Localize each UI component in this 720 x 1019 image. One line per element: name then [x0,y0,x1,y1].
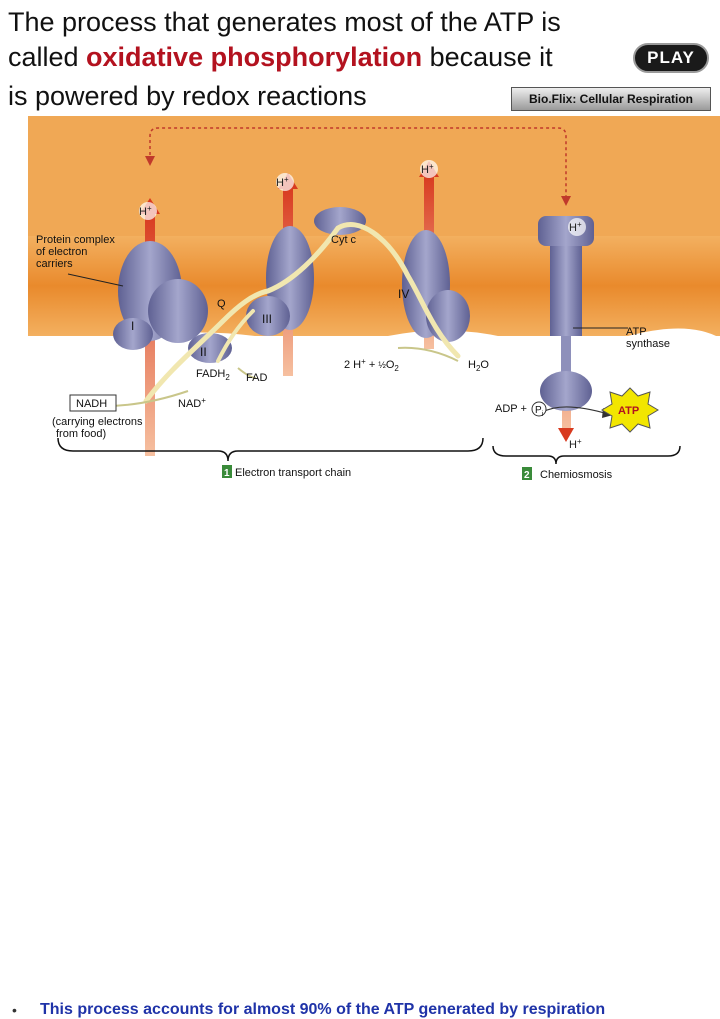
fadh2-label: FADH2 [196,368,230,382]
membrane-lower-edge [28,328,720,490]
complex-iii-label: III [262,312,272,326]
h-plus-text: H [569,439,577,451]
h-plus-bottom: H+ [568,435,586,453]
nad-sup: + [201,396,206,405]
svg-text:H+: H+ [276,175,289,189]
chemiosmosis-bracket [492,445,681,465]
step-1-marker: 1 Electron transport chain [222,465,351,479]
pi-circle [531,401,547,417]
pi-sub: i [542,411,544,418]
h-plus-top-left: H+ [276,173,294,191]
electron-branch-fadh2 [216,309,255,363]
fadh2-sub: 2 [225,373,230,382]
svg-text:1: 1 [224,468,230,479]
h-plus-sup: + [147,204,152,213]
h-plus-sup: + [429,162,434,171]
protein-complex-label: Protein complex of electron carriers [36,234,118,270]
complex-ii-label: II [200,345,207,359]
svg-text:H+: H+ [421,162,434,176]
h2o-o: O [480,359,489,371]
water-eq-pre: 2 H [344,359,361,371]
svg-text:H+: H+ [569,437,582,451]
step-2-label: Chemiosmosis [540,469,613,481]
nad-plus-label: NAD+ [178,396,206,410]
h-plus-sup: + [284,175,289,184]
footnote-text: This process accounts for almost 90% of … [40,1001,606,1018]
loop-arrowhead-right [561,196,571,206]
pi-label: Pi [535,405,544,418]
h-plus-text: H [139,206,147,218]
protein-complex-leader [67,273,124,287]
nad-text: NAD [178,398,201,410]
nadh-box [69,394,117,412]
h-plus-text: H [276,177,284,189]
svg-text:2: 2 [524,470,530,481]
h-plus-sup: + [577,437,582,446]
q-label: Q [217,298,226,310]
pi-p: P [535,405,542,416]
title-line-2-pre: called [8,42,87,72]
step-1-label: Electron transport chain [235,467,351,479]
h-plus-text: H [569,222,577,234]
nadh-label: NADH [76,398,107,410]
h-plus-right: H+ [568,218,586,236]
atp-synthase-label: ATP synthase [626,326,670,350]
water-eq-sup: + [361,357,366,366]
adp-label: ADP + [495,403,527,415]
water-eq-o: O [386,359,395,371]
etc-bracket [57,437,484,462]
loop-arrowhead-left [145,156,155,166]
oxidative-phosphorylation-diagram: H+ H+ H+ H+ H+ Protein complex of electr… [28,116,720,490]
title-highlight: oxidative phosphorylation [86,42,423,72]
fadh2-text: FADH [196,368,225,380]
svg-text:H+: H+ [569,220,582,234]
title-line-1: The process that generates most of the A… [8,7,561,37]
atp-burst: ATP [601,387,659,433]
water-eq-o-sub: 2 [394,364,399,373]
h-plus-text: H [421,164,429,176]
cyt-c-label: Cyt c [331,234,357,246]
complex-i [113,241,208,350]
carrying-electrons-label: (carrying electrons from food) [52,416,146,440]
title-line-3: is powered by redox reactions [8,81,367,111]
h-plus-left: H+ [139,202,157,220]
water-eq-half: ½ [378,360,386,370]
svg-text:H+: H+ [139,204,152,218]
h2o-label: H2O [468,359,489,373]
water-eq-mid: + [366,359,379,371]
adp-to-atp-arrow [542,406,609,415]
play-button[interactable]: PLAY [633,43,709,73]
h2o-h: H [468,359,476,371]
electron-path [143,222,461,404]
intermembrane-space [28,116,720,236]
electron-arrow-water [397,346,459,362]
atp-label: ATP [618,405,639,417]
water-equation: 2 H+ + ½O2 [344,357,399,373]
cyt-c-protein [314,207,366,235]
fad-label: FAD [246,372,267,384]
complex-iv-label: IV [398,287,409,301]
title-line-2: called oxidative phosphorylation because… [8,41,553,73]
step-2-marker: 2 Chemiosmosis [522,467,613,481]
footnote: • This process accounts for almost 90% o… [0,497,720,1018]
title-line-2-post: because it [422,42,553,72]
bioflix-button[interactable]: Bio.Flix: Cellular Respiration [511,87,711,111]
footnote-bullet: • [12,1002,17,1018]
electron-arrow-fadh2 [237,367,257,379]
h-plus-sup: + [577,220,582,229]
h-plus-top-right: H+ [420,160,438,178]
h2o-sub: 2 [476,364,481,373]
complex-i-label: I [131,319,134,333]
